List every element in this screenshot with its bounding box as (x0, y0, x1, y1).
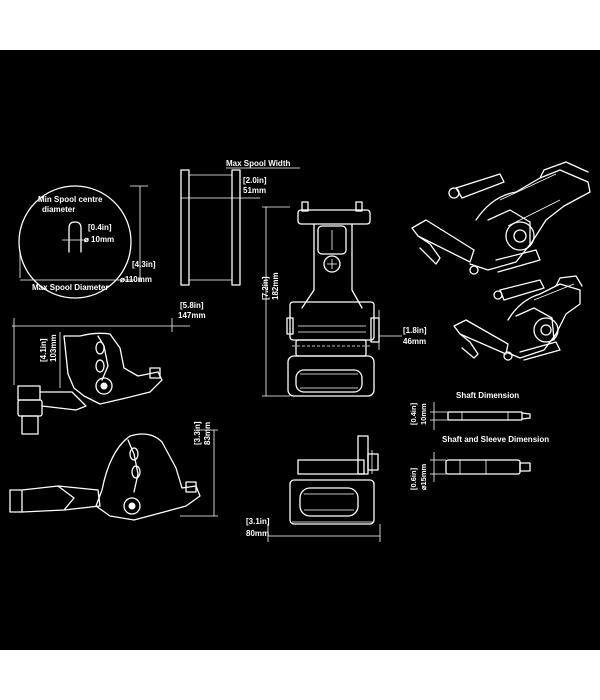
max-width-in: [2.0in] (243, 176, 267, 185)
bottom-depth-mm: 80mm (246, 529, 269, 538)
sleeve-mm: ⌀15mm (419, 463, 428, 490)
min-centre-title-1: Min Spool centre (38, 195, 103, 204)
technical-drawing: Min Spool centre diameter [0.4in] ⌀ 10mm… (9, 159, 591, 542)
sleeve-title: Shaft and Sleeve Dimension (442, 435, 549, 444)
sleeve-in: [0.6in] (409, 467, 418, 490)
holder-iso-view-1 (411, 161, 591, 275)
side-height-in: [4.1in] (39, 338, 48, 362)
shaft-dia-mm: 10mm (419, 403, 428, 425)
shaft-dia-in: [0.4in] (409, 402, 418, 425)
drawing-sheet: Min Spool centre diameter [0.4in] ⌀ 10mm… (0, 50, 600, 650)
max-width-title: Max Spool Width (226, 159, 290, 168)
holder-iso-view-2 (453, 275, 583, 361)
max-diameter-in: [4.3in] (132, 260, 156, 269)
min-centre-title-2: diameter (42, 205, 75, 214)
max-width-mm: 51mm (243, 186, 266, 195)
lower-height-mm: 83mm (203, 422, 212, 445)
holder-lower-view: [3.3in] 83mm (9, 421, 218, 521)
front-height-in: [7.2in] (261, 276, 270, 300)
spool-width-diagram: Max Spool Width [2.0in] 51mm (180, 159, 300, 286)
max-diameter-title: Max Spool Diameter (32, 283, 108, 292)
spool-diagram: Min Spool centre diameter [0.4in] ⌀ 10mm… (18, 185, 156, 299)
min-centre-mm: ⌀ 10mm (84, 235, 114, 244)
shaft-diagram: Shaft Dimension [0.4in] 10mm (409, 391, 531, 430)
front-width-mm: 46mm (403, 337, 426, 346)
max-diameter-mm: ⌀110mm (120, 275, 152, 284)
front-height-mm: 182mm (271, 272, 280, 300)
side-height-mm: 103mm (49, 334, 58, 362)
shaft-title: Shaft Dimension (456, 391, 519, 400)
min-centre-in: [0.4in] (88, 223, 112, 232)
shaft-sleeve-diagram: Shaft and Sleeve Dimension [0.6in] ⌀15mm (409, 435, 549, 490)
lower-height-in: [3.3in] (193, 421, 202, 445)
spool-circle (18, 185, 132, 299)
front-width-in: [1.8in] (403, 326, 427, 335)
bottom-depth-in: [3.1in] (246, 517, 270, 526)
holder-bottom-view: [3.1in] 80mm (246, 435, 381, 542)
holder-front-view: [7.2in] 182mm [1.8in] 46mm (261, 201, 427, 397)
holder-side-view: [5.8in] 147mm [4.1in] 103mm (12, 301, 206, 435)
spool-centre-hole (68, 221, 82, 253)
side-length-in: [5.8in] (180, 301, 204, 310)
side-length-mm: 147mm (178, 311, 206, 320)
